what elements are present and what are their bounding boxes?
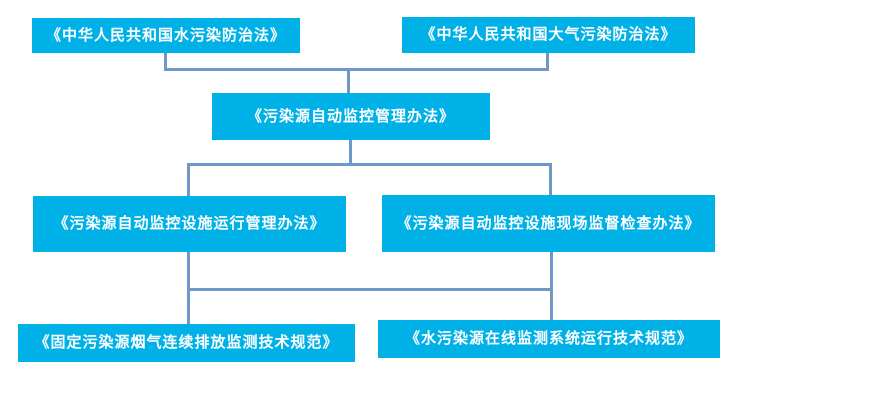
node-water-pollution-law: 《中华人民共和国水污染防治法》 bbox=[32, 18, 300, 53]
connector-air-law-down bbox=[546, 53, 549, 70]
node-air-pollution-law: 《中华人民共和国大气污染防治法》 bbox=[402, 17, 695, 53]
node-onsite-inspection-measures: 《污染源自动监控设施现场监督检查办法》 bbox=[382, 195, 715, 252]
connector-into-auto-monitoring bbox=[347, 70, 350, 93]
node-facility-operation-measures: 《污染源自动监控设施运行管理办法》 bbox=[33, 196, 346, 252]
node-auto-monitoring-measures: 《污染源自动监控管理办法》 bbox=[212, 93, 490, 140]
connector-water-law-down bbox=[164, 53, 167, 70]
connector-top-horizontal-tie bbox=[164, 68, 549, 71]
connector-auto-monitoring-down bbox=[349, 140, 352, 165]
connector-onsite-inspection-down bbox=[550, 252, 553, 320]
connector-into-onsite-inspection bbox=[549, 165, 552, 195]
node-flue-gas-cems-spec: 《固定污染源烟气连续排放监测技术规范》 bbox=[18, 324, 355, 362]
connector-mid-horizontal-tie bbox=[187, 163, 552, 166]
connector-bottom-horizontal-tie bbox=[187, 288, 553, 291]
connector-into-facility-operation bbox=[187, 165, 190, 196]
node-water-online-monitoring-spec: 《水污染源在线监测系统运行技术规范》 bbox=[378, 320, 720, 358]
